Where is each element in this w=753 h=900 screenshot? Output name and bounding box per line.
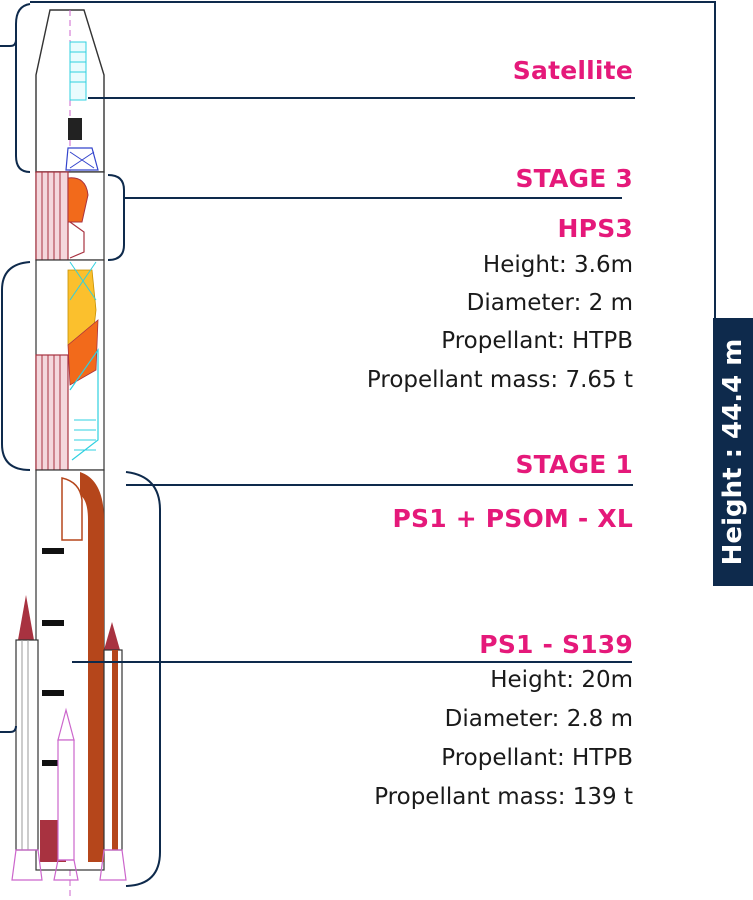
- stage1-motor-brown: [80, 472, 104, 862]
- stage2-orange-propellant: [67, 319, 99, 386]
- satellite-left-tick: [0, 39, 17, 47]
- ps1-propellant-mass: Propellant mass: 139 t: [374, 784, 633, 810]
- stage3-title: STAGE 3: [515, 164, 633, 193]
- stage3-bracket: [107, 174, 125, 261]
- total-height-badge: [713, 318, 753, 586]
- stage3-propellant-mass: Propellant mass: 7.65 t: [366, 367, 633, 393]
- stage3-name: HPS3: [557, 214, 633, 243]
- frame-line: [30, 1, 716, 318]
- stage3-diameter: Diameter: 2 m: [466, 290, 633, 316]
- stage3-height: Height: 3.6m: [482, 252, 633, 278]
- stage3-propellant: Propellant: HTPB: [441, 328, 633, 354]
- rocket: [11, 9, 127, 900]
- satellite-body: [69, 41, 87, 101]
- stage3-propellant: [67, 177, 89, 223]
- stage1-bracket: [125, 471, 161, 887]
- stage2-bracket: [1, 261, 31, 471]
- satellite-label: Satellite: [512, 56, 633, 85]
- stage1-subtitle: PS1 + PSOM - XL: [392, 504, 633, 533]
- right-booster-nose: [104, 622, 120, 650]
- ps1-propellant: Propellant: HTPB: [441, 745, 633, 771]
- stage1-title: STAGE 1: [515, 450, 633, 479]
- satellite-bracket: [15, 3, 31, 173]
- ps1-name: PS1 - S139: [479, 630, 633, 659]
- left-booster: [15, 639, 39, 851]
- ps1-height: Height: 20m: [490, 667, 633, 693]
- ps1-diameter: Diameter: 2.8 m: [444, 706, 633, 732]
- booster-left-tick: [0, 725, 17, 733]
- left-booster-nose: [18, 595, 34, 640]
- total-height-label: Height : 44.4 m: [718, 338, 748, 566]
